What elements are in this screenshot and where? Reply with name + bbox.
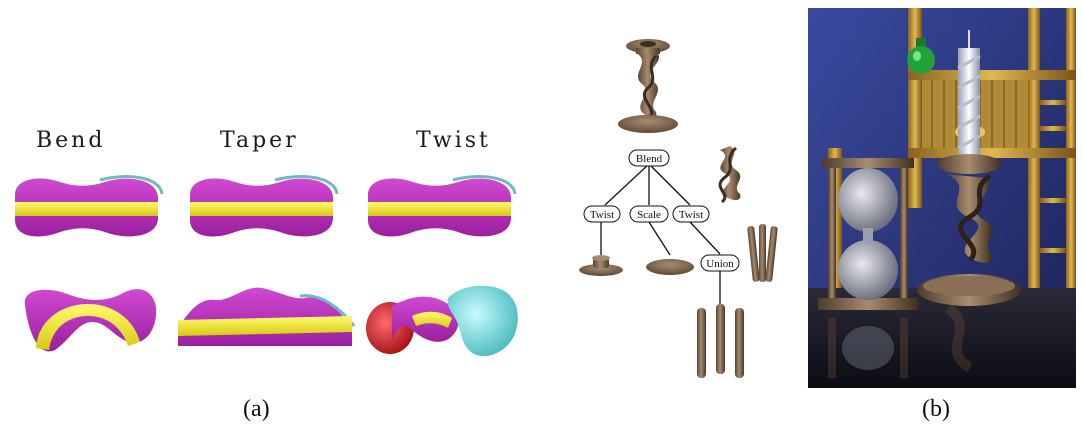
taper-original-shape: [190, 177, 337, 237]
candlestick-model: [618, 39, 678, 133]
tree-node-scale-label: Scale: [637, 209, 661, 221]
spiral-model: [720, 146, 740, 202]
caption-a: (a): [243, 396, 270, 423]
tree-node-twist-right: Twist: [673, 206, 709, 222]
twist-deformed-shape: [366, 286, 518, 356]
deformation-shapes: [0, 160, 520, 380]
csg-tree: Blend Twist Scale Twist Union: [570, 30, 800, 390]
base-leaf-model: [579, 255, 623, 276]
bend-label: Bend: [36, 128, 105, 153]
disc-leaf-model: [646, 259, 694, 275]
rendered-scene: [808, 8, 1076, 388]
tree-node-scale: Scale: [630, 206, 668, 222]
twist-original-shape: [368, 177, 515, 237]
taper-label: Taper: [220, 128, 299, 153]
tree-node-twist-right-label: Twist: [679, 209, 703, 221]
tree-node-twist-left-label: Twist: [590, 209, 614, 221]
tree-node-twist-left: Twist: [584, 206, 620, 222]
tree-edges: [601, 164, 720, 305]
rod-bundle-model: [747, 224, 778, 282]
caption-b: (b): [922, 396, 950, 423]
tree-node-blend-label: Blend: [636, 153, 663, 165]
tree-node-union-label: Union: [706, 258, 734, 270]
bend-deformed-shape: [25, 289, 157, 351]
tree-node-blend: Blend: [629, 150, 669, 166]
bend-original-shape: [15, 177, 162, 237]
hourglass: [818, 158, 918, 310]
taper-deformed-shape: [178, 288, 354, 346]
tree-node-union: Union: [701, 255, 739, 271]
rods-union-children: [697, 304, 744, 378]
twist-label: Twist: [416, 128, 491, 153]
